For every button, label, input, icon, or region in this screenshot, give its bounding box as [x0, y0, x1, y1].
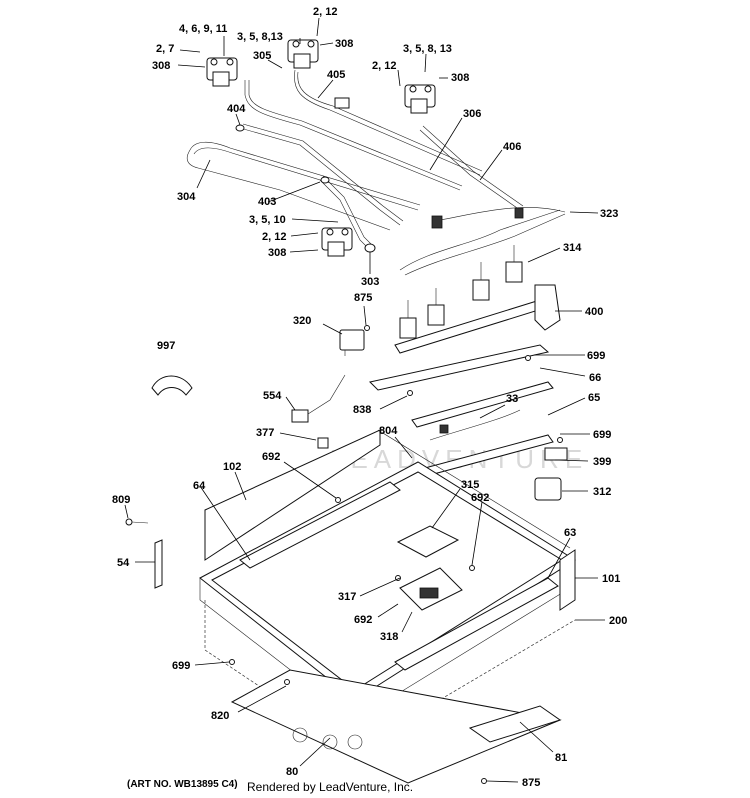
callout-33: 33	[506, 393, 518, 405]
control-board	[396, 525, 463, 611]
callout-875-bottom: 875	[522, 777, 540, 789]
callout-804: 804	[379, 425, 398, 437]
screws	[125, 325, 563, 784]
callout-320: 320	[293, 315, 311, 327]
callout-2-12-top: 2, 12	[313, 6, 337, 18]
callout-308-top-center: 308	[335, 38, 353, 50]
callout-63: 63	[564, 527, 576, 539]
callout-997: 997	[157, 340, 175, 352]
callout-308-top-right: 308	[451, 72, 469, 84]
valve-assembly-lower	[321, 227, 353, 257]
callout-308-lower: 308	[268, 247, 286, 259]
callout-314: 314	[563, 242, 582, 254]
callout-323: 323	[600, 208, 618, 220]
callout-3-5-8-13-right: 3, 5, 8, 13	[403, 43, 452, 55]
art-number: (ART NO. WB13895 C4)	[127, 779, 238, 790]
callout-200: 200	[609, 615, 627, 627]
wire-harness-323	[399, 207, 566, 276]
callout-308-top-left: 308	[152, 60, 170, 72]
callout-820: 820	[211, 710, 229, 722]
callout-699-lower: 699	[172, 660, 190, 672]
mounting-brackets	[368, 344, 554, 480]
callout-54: 54	[117, 557, 130, 569]
cover-plate-81	[468, 705, 562, 743]
burner-valves	[399, 245, 523, 339]
callout-306: 306	[463, 108, 481, 120]
callout-4-6-9-11: 4, 6, 9, 11	[179, 23, 227, 35]
callout-101: 101	[602, 573, 620, 585]
callout-404: 404	[227, 103, 246, 115]
callout-312: 312	[593, 486, 611, 498]
transformer-320	[339, 329, 365, 356]
callout-305: 305	[253, 50, 271, 62]
callout-80: 80	[286, 766, 298, 778]
callout-64: 64	[193, 480, 206, 492]
regulator-312	[534, 447, 568, 501]
callout-377: 377	[256, 427, 274, 439]
callout-2-12-right: 2, 12	[372, 60, 396, 72]
callout-692-middle: 692	[471, 492, 489, 504]
bracket-54	[154, 539, 163, 589]
callout-2-12-lower: 2, 12	[262, 231, 286, 243]
connector-377	[317, 437, 329, 449]
callout-699-upper: 699	[587, 350, 605, 362]
wire-bundle-997	[151, 375, 193, 396]
gas-manifold	[394, 284, 561, 354]
valve-assembly-top-right	[404, 84, 436, 114]
switch-554	[291, 374, 346, 423]
callout-102: 102	[223, 461, 241, 473]
callout-303: 303	[361, 276, 379, 288]
callout-875-top: 875	[354, 292, 372, 304]
callout-406: 406	[503, 141, 521, 153]
callout-317: 317	[338, 591, 356, 603]
callout-838: 838	[353, 404, 371, 416]
callout-3-5-10: 3, 5, 10	[249, 214, 286, 226]
callout-labels: 4, 6, 9, 11 2, 12 3, 5, 8,13 308 2, 7 30…	[112, 6, 627, 789]
leader-lines	[124, 17, 605, 783]
side-panels	[204, 429, 576, 611]
burner-rails	[239, 481, 559, 671]
callout-403: 403	[258, 196, 276, 208]
callout-692-upper: 692	[262, 451, 280, 463]
valve-assembly-top-left	[206, 57, 238, 87]
callout-2-7: 2, 7	[156, 43, 174, 55]
callout-3-5-8-13-left: 3, 5, 8,13	[237, 31, 283, 43]
callout-400: 400	[585, 306, 603, 318]
callout-315: 315	[461, 479, 479, 491]
callout-65: 65	[588, 392, 600, 404]
callout-304: 304	[177, 191, 196, 203]
callout-699-middle: 699	[593, 429, 611, 441]
callout-81: 81	[555, 752, 567, 764]
valve-assembly-top-center	[287, 39, 319, 69]
callout-554: 554	[263, 390, 282, 402]
callout-692-lower: 692	[354, 614, 372, 626]
callout-809: 809	[112, 494, 130, 506]
callout-66: 66	[589, 372, 601, 384]
render-credit: Rendered by LeadVenture, Inc.	[247, 780, 414, 794]
callout-318: 318	[380, 631, 398, 643]
callout-399: 399	[593, 456, 611, 468]
gas-tubing	[186, 69, 524, 253]
callout-405: 405	[327, 69, 345, 81]
